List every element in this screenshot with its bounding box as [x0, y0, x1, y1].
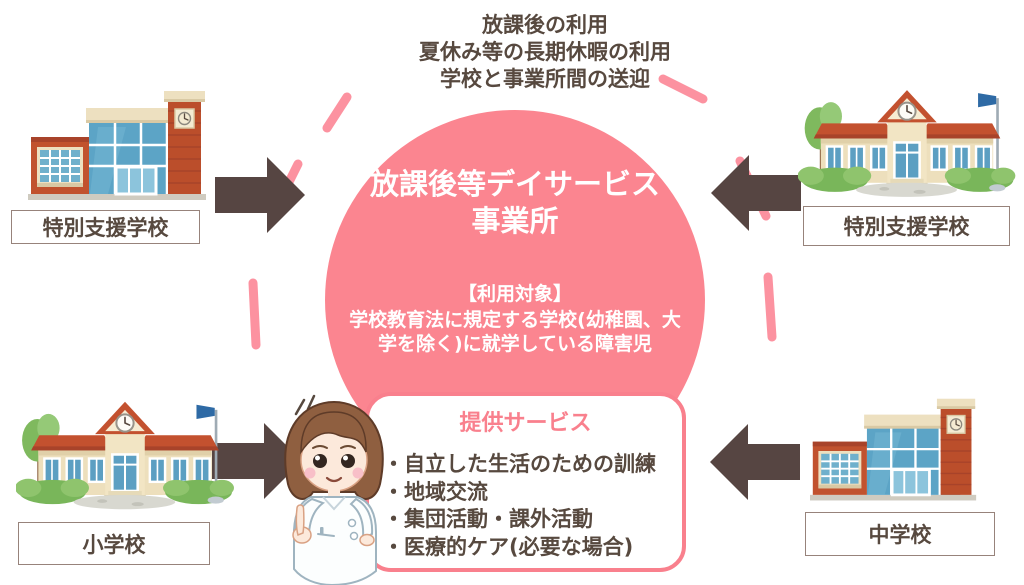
school-label-top-left: 特別支援学校 — [11, 210, 200, 244]
usage-note-line2: 夏休み等の長期休暇の利用 — [419, 40, 671, 64]
usage-target-heading: 【利用対象】 — [457, 283, 572, 305]
school-classic-illustration — [16, 400, 234, 511]
center-title-line2: 事業所 — [471, 204, 559, 238]
usage-target-body: 学校教育法に規定する学校(幼稚園、大学を除く)に就学している障害児 — [349, 309, 681, 355]
arrow-left-icon — [711, 155, 801, 231]
school-label-bottom-right: 中学校 — [805, 512, 995, 556]
services-panel: 提供サービス ・自立した生活のための訓練 ・地域交流 ・集団活動・課外活動 ・医… — [365, 392, 686, 572]
usage-note-line1: 放課後の利用 — [482, 13, 608, 37]
caregiver-character-illustration — [284, 394, 384, 585]
arrow-left-icon — [710, 424, 800, 500]
arrow-right-icon — [212, 423, 302, 499]
services-title: 提供サービス — [459, 411, 592, 436]
school-modern-illustration — [808, 397, 978, 502]
school-modern-illustration — [28, 89, 208, 202]
school-label-top-right: 特別支援学校 — [803, 206, 1010, 246]
service-item: ・医療的ケア(必要な場合) — [383, 534, 634, 559]
school-label-text: 小学校 — [82, 532, 146, 557]
school-label-text: 特別支援学校 — [843, 215, 970, 239]
school-label-text: 中学校 — [868, 523, 932, 547]
services-list: ・自立した生活のための訓練 ・地域交流 ・集団活動・課外活動 ・医療的ケア(必要… — [383, 451, 682, 561]
usage-note-line3: 学校と事業所間の送迎 — [440, 67, 650, 91]
school-classic-illustration — [798, 88, 1016, 199]
usage-note: 放課後の利用 夏休み等の長期休暇の利用 学校と事業所間の送迎 — [345, 12, 745, 93]
service-item: ・自立した生活のための訓練 — [383, 452, 656, 476]
school-label-text: 特別支援学校 — [42, 216, 169, 240]
service-item: ・集団活動・課外活動 — [383, 507, 593, 531]
center-title-line1: 放課後等デイサービス — [369, 167, 660, 201]
school-label-bottom-left: 小学校 — [18, 522, 210, 565]
service-item: ・地域交流 — [383, 479, 488, 504]
center-title: 放課後等デイサービス 事業所 — [325, 166, 705, 240]
arrow-right-icon — [215, 157, 305, 233]
usage-target: 【利用対象】 学校教育法に規定する学校(幼稚園、大学を除く)に就学している障害児 — [325, 282, 705, 356]
